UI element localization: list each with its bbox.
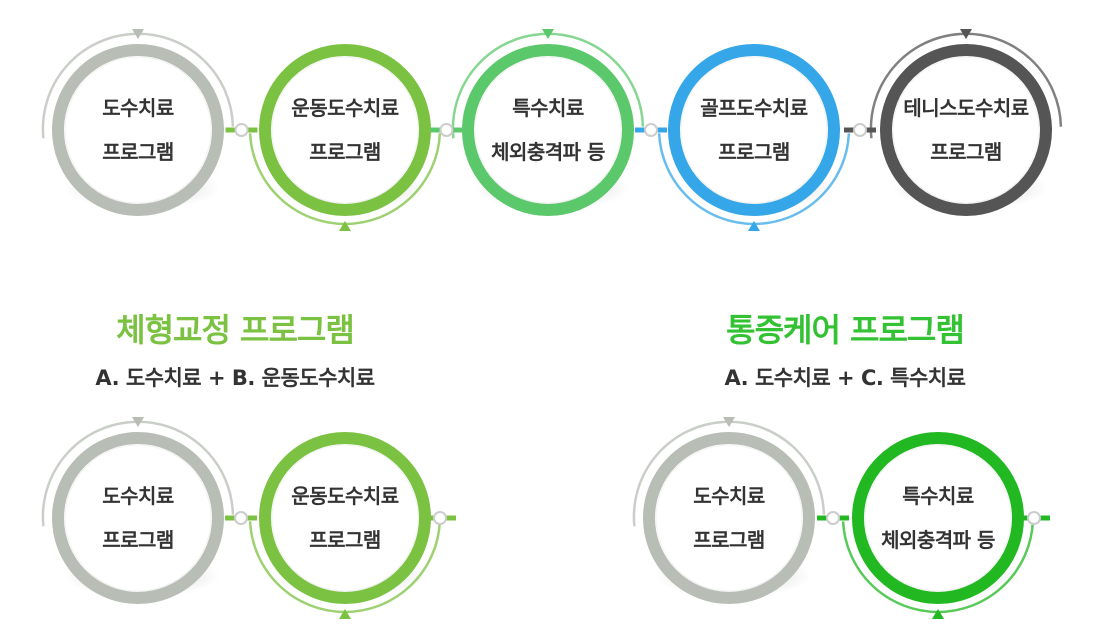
program-1-circle-2-arrow-marker — [339, 609, 351, 619]
top-circle-3-ring — [462, 44, 634, 216]
circle-line-2: 프로그램 — [718, 140, 790, 164]
top-circle-1-text: 도수치료 프로그램 — [63, 86, 213, 174]
top-circle-2-arrow-marker — [339, 221, 351, 231]
top-circle-4-text: 골프도수치료 프로그램 — [679, 86, 829, 174]
circle-line-1: 도수치료 — [102, 484, 174, 508]
circle-line-2: 프로그램 — [102, 528, 174, 552]
circle-line-1: 도수치료 — [102, 96, 174, 120]
program-1-circle-1-disc — [64, 444, 212, 592]
program-1-circle-2-text: 운동도수치료 프로그램 — [270, 474, 420, 562]
top-circle-5-ring — [880, 44, 1052, 216]
top-circle-4-arrow-marker — [748, 221, 760, 231]
top-circle-2-disc — [271, 56, 419, 204]
program-1-tail-dot — [433, 511, 447, 525]
top-circle-1-orbit — [41, 32, 235, 139]
program-1-circle-2-disc — [271, 444, 419, 592]
top-circle-4-disc — [680, 56, 828, 204]
program-1-circle-1-ring — [52, 432, 224, 604]
circle-line-1: 운동도수치료 — [291, 484, 399, 508]
top-circle-5-arrow-marker — [960, 29, 972, 39]
circle-line-1: 특수치료 — [902, 484, 974, 508]
program-2-circle-2-disc — [864, 444, 1012, 592]
program-2-circle-1-text: 도수치료 프로그램 — [654, 474, 804, 562]
top-connector-4-dot — [853, 123, 867, 137]
top-circle-3-disc — [474, 56, 622, 204]
top-circle-3-arrow-marker — [542, 29, 554, 39]
program-2-circle-2-text: 특수치료 체외충격파 등 — [863, 474, 1013, 562]
program-2-circle-1-arrow-marker — [723, 417, 735, 427]
program-2-circle-1-ring — [643, 432, 815, 604]
program-2-connector-dot — [826, 511, 840, 525]
top-connector-1-dot — [234, 123, 249, 137]
circle-line-2: 프로그램 — [309, 528, 381, 552]
program-2-circle-2-arrow-marker — [932, 609, 944, 619]
program-2-title: 통증케어 프로그램 — [726, 311, 965, 349]
top-circle-5-orbit — [869, 32, 1063, 139]
program-1-subtitle: A. 도수치료 + B. 운동도수치료 — [95, 366, 375, 390]
top-connector-2-dot — [439, 123, 454, 137]
top-circle-1-disc — [64, 56, 212, 204]
circle-line-2: 프로그램 — [102, 140, 174, 164]
top-circle-1-ring — [52, 44, 224, 216]
top-circle-3-text: 특수치료 체외충격파 등 — [473, 86, 623, 174]
circle-line-2: 프로그램 — [930, 140, 1002, 164]
circle-line-1: 골프도수치료 — [700, 96, 808, 120]
program-2-subtitle: A. 도수치료 + C. 특수치료 — [724, 366, 966, 390]
top-connector-3-dot — [644, 123, 658, 137]
top-circle-5-text: 테니스도수치료 프로그램 — [891, 86, 1041, 174]
top-circle-3-orbit — [451, 32, 645, 139]
program-1-circle-1-arrow-marker — [132, 417, 144, 427]
circle-line-1: 테니스도수치료 — [903, 96, 1029, 120]
top-circle-1-arrow-marker — [132, 29, 144, 39]
program-2-circle-1-orbit — [632, 420, 826, 527]
circle-line-1: 운동도수치료 — [291, 96, 399, 120]
top-circle-2-text: 운동도수치료 프로그램 — [270, 86, 420, 174]
program-1-circle-1-text: 도수치료 프로그램 — [63, 474, 213, 562]
circle-line-2: 프로그램 — [693, 528, 765, 552]
circle-line-1: 도수치료 — [693, 484, 765, 508]
top-circle-5-disc — [892, 56, 1040, 204]
circle-line-2: 체외충격파 등 — [491, 140, 605, 164]
circle-line-2: 체외충격파 등 — [881, 528, 995, 552]
program-1-circle-1-orbit — [41, 420, 235, 527]
circle-line-1: 특수치료 — [512, 96, 584, 120]
circle-line-2: 프로그램 — [309, 140, 381, 164]
program-1-title: 체형교정 프로그램 — [116, 311, 355, 349]
program-2-circle-1-disc — [655, 444, 803, 592]
top-circle-2-ring — [259, 44, 431, 216]
top-circle-4-ring — [668, 44, 840, 216]
program-2-tail-dot — [1027, 511, 1041, 525]
program-1-connector-dot — [234, 511, 248, 525]
